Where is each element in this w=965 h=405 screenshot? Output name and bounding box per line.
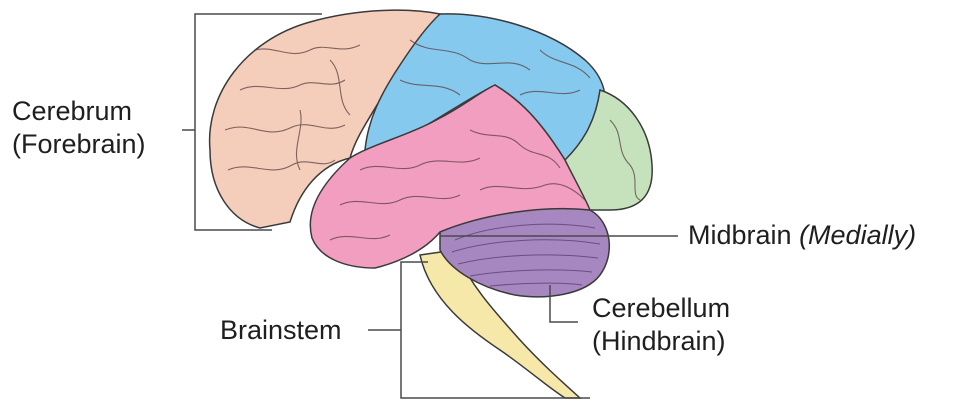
cerebellum-label-line2: (Hindbrain)	[592, 325, 730, 358]
midbrain-label-note: (Medially)	[799, 220, 916, 250]
midbrain-label-main: Midbrain	[688, 220, 792, 250]
cerebrum-label-line1: Cerebrum	[12, 95, 146, 128]
brainstem-label-text: Brainstem	[220, 315, 342, 345]
cerebellum-label-line1: Cerebellum	[592, 292, 730, 325]
brainstem-label: Brainstem	[220, 314, 342, 347]
cerebellum-label: Cerebellum (Hindbrain)	[592, 292, 730, 358]
cerebrum-label: Cerebrum (Forebrain)	[12, 95, 146, 161]
midbrain-label: Midbrain (Medially)	[688, 219, 916, 252]
cerebrum-label-line2: (Forebrain)	[12, 128, 146, 161]
